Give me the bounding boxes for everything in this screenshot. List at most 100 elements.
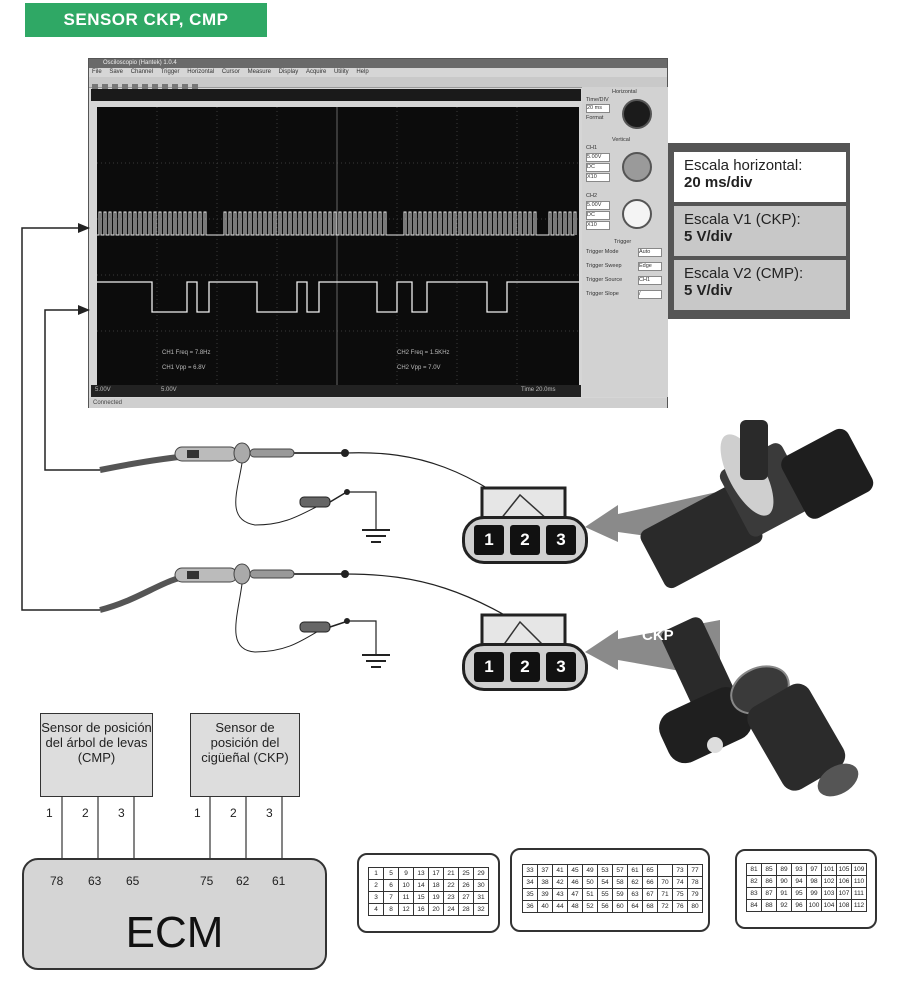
zoom-out-icon[interactable]: [162, 84, 168, 90]
menu-item-help[interactable]: Help: [356, 69, 369, 75]
settings-icon[interactable]: [192, 84, 198, 90]
trigger-slope-label: Trigger Slope: [586, 291, 619, 297]
ch2-label: CH2: [586, 193, 598, 199]
ecm-pin-cell: 66: [642, 876, 658, 889]
ecm-pin-cell: 83: [746, 887, 762, 900]
scale-v2-box: Escala V2 (CMP): 5 V/div: [674, 260, 846, 310]
menu-item-horizontal[interactable]: Horizontal: [187, 69, 215, 75]
ecm-pin-cell: 89: [776, 863, 792, 876]
ecm-pin-cell: 30: [473, 879, 489, 892]
new-icon[interactable]: [92, 84, 98, 90]
time-div-knob[interactable]: [622, 99, 652, 129]
ckp-schematic-box: Sensor de posición del cigüeñal (CKP): [190, 713, 300, 797]
ecm-pin-cell: 17: [428, 867, 444, 880]
ecm-pin-cell: 102: [821, 875, 837, 888]
ch1-volts-select[interactable]: 5.00V: [586, 153, 610, 162]
menu-item-trigger[interactable]: Trigger: [160, 69, 180, 75]
measure-icon[interactable]: [182, 84, 188, 90]
ecm-pin-cell: 108: [836, 899, 852, 912]
stop-icon[interactable]: [142, 84, 148, 90]
ecm-pin-cell: 20: [428, 903, 444, 916]
ecm-pin-cell: 24: [443, 903, 459, 916]
ecm-pin-cell: 27: [458, 891, 474, 904]
ecm-pin-61: 61: [272, 874, 286, 888]
ecm-pin-cell: 52: [582, 900, 598, 913]
trigger-slope-select[interactable]: /: [638, 290, 662, 299]
ecm-pin-cell: 85: [761, 863, 777, 876]
ch1-volts-knob[interactable]: [622, 152, 652, 182]
ckp-sensor-pin-2: 2: [230, 806, 237, 820]
ecm-pin-cell: 7: [383, 891, 399, 904]
time-div-select[interactable]: 20 ms: [586, 104, 610, 113]
ecm-pin-cell: 54: [597, 876, 613, 889]
arrow-to-ch2: [78, 305, 90, 315]
zoom-in-icon[interactable]: [152, 84, 158, 90]
print-icon[interactable]: [122, 84, 128, 90]
scope-screen: CH1 Freq = 7.8Hz CH1 Vpp = 6.8V CH2 Freq…: [97, 107, 579, 387]
trigger-source-select[interactable]: CH1: [638, 276, 662, 285]
ecm-pin-cell: 51: [582, 888, 598, 901]
oscilloscope-window: Osciloscopio (Hantek) 1.0.4 File Save Ch…: [88, 58, 668, 408]
ecm-pin-cell: 79: [687, 888, 703, 901]
ckp-connector-pin-2: 2: [510, 652, 540, 682]
menu-item-cursor[interactable]: Cursor: [221, 69, 240, 75]
menu-item-file[interactable]: File: [92, 69, 102, 75]
ecm-pin-cell: 62: [627, 876, 643, 889]
ch1-probe-select[interactable]: X10: [586, 173, 610, 182]
ecm-pin-cell: 48: [567, 900, 583, 913]
save-icon[interactable]: [112, 84, 118, 90]
ckp-sensor-pin-3: 3: [266, 806, 273, 820]
trigger-sweep-select[interactable]: Edge: [638, 262, 662, 271]
scale-v2-label: Escala V2 (CMP):: [684, 265, 804, 282]
menu-item-display[interactable]: Display: [278, 69, 299, 75]
ecm-pin-cell: 93: [791, 863, 807, 876]
ecm-pin-78: 78: [50, 874, 64, 888]
ecm-pin-cell: 21: [443, 867, 459, 880]
ckp-sensor-image: [659, 617, 859, 797]
ecm-pin-cell: 98: [806, 875, 822, 888]
ecm-pin-cell: 81: [746, 863, 762, 876]
ckp-sensor-pin-1: 1: [194, 806, 201, 820]
ecm-pin-cell: 97: [806, 863, 822, 876]
open-icon[interactable]: [102, 84, 108, 90]
ecm-pin-cell: 104: [821, 899, 837, 912]
scale-horizontal-value: 20 ms/div: [684, 174, 753, 191]
ecm-pin-cell: 49: [582, 864, 598, 877]
menu-item-measure[interactable]: Measure: [247, 69, 271, 75]
ckp-connector-pin-1: 1: [474, 652, 504, 682]
scale-horizontal-box: Escala horizontal: 20 ms/div: [674, 152, 846, 202]
cmp-sensor-image: [640, 420, 874, 589]
scope-screen-footer: 5.00V 5.00V Time 20.0ms: [91, 385, 581, 397]
run-icon[interactable]: [132, 84, 138, 90]
ch2-probe-select[interactable]: X10: [586, 221, 610, 230]
ch2-volts-select[interactable]: 5.00V: [586, 201, 610, 210]
ecm-pin-cell: 109: [851, 863, 867, 876]
ecm-pin-cell: 16: [413, 903, 429, 916]
menu-item-save[interactable]: Save: [109, 69, 124, 75]
ecm-pin-cell: 42: [552, 876, 568, 889]
ecm-pin-cell: 111: [851, 887, 867, 900]
scope-screen-header: [91, 89, 581, 101]
ecm-pin-cell: [657, 864, 673, 877]
ecm-pin-cell: 13: [413, 867, 429, 880]
ecm-pin-cell: 65: [642, 864, 658, 877]
ch2-coupling-select[interactable]: DC: [586, 211, 610, 220]
ch1-coupling-select[interactable]: DC: [586, 163, 610, 172]
menu-item-acquire[interactable]: Acquire: [305, 69, 327, 75]
ch2-volts-knob[interactable]: [622, 199, 652, 229]
cursor-icon[interactable]: [172, 84, 178, 90]
ecm-pin-cell: 6: [383, 879, 399, 892]
ecm-pin-cell: 43: [552, 888, 568, 901]
format-label: Format: [586, 115, 604, 121]
ecm-pin-cell: 22: [443, 879, 459, 892]
trigger-mode-select[interactable]: Auto: [638, 248, 662, 257]
menu-item-utility[interactable]: Utility: [333, 69, 349, 75]
menu-item-channel[interactable]: Channel: [130, 69, 154, 75]
